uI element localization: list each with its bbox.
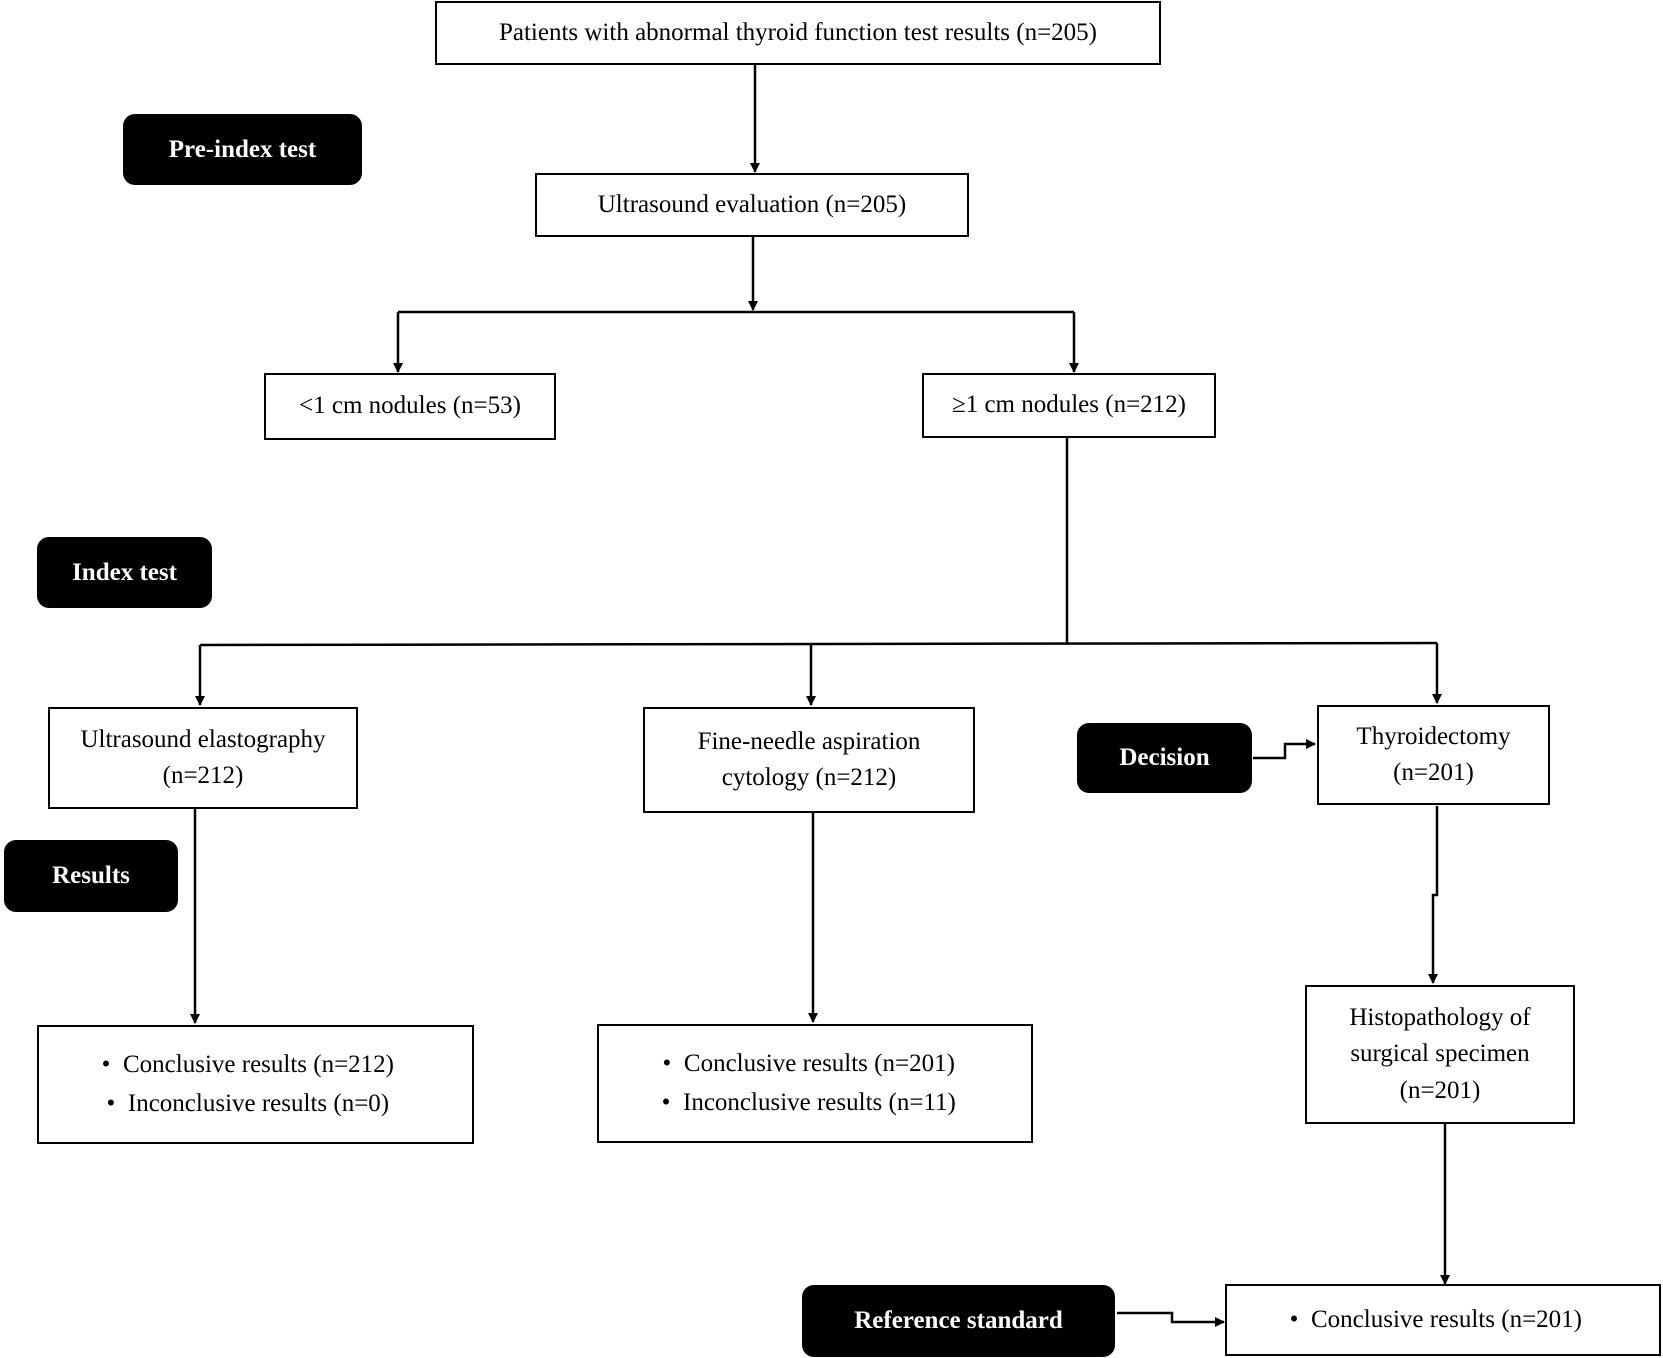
histopathology-line-3: (n=201)	[1399, 1076, 1481, 1104]
list-item: Conclusive results (n=212)	[89, 1046, 394, 1085]
elastography-line-2: (n=212)	[162, 762, 244, 789]
histopathology-box: Histopathology of surgical specimen (n=2…	[1305, 985, 1575, 1124]
large-nodules-box: ≥1 cm nodules (n=212)	[922, 373, 1216, 438]
histopathology-line-1: Histopathology of	[1349, 1004, 1531, 1032]
fnac-line-2: cytology (n=212)	[721, 764, 897, 791]
arrow-reference-tag-to-results	[1117, 1311, 1225, 1327]
arrow-thyroidectomy-to-histopathology	[1428, 806, 1439, 984]
thyroidectomy-line-1: Thyroidectomy	[1356, 722, 1511, 750]
arrow-decision-to-thyroidectomy	[1253, 739, 1316, 760]
reference-standard-tag: Reference standard	[802, 1285, 1115, 1357]
list-item: Conclusive results (n=201)	[1277, 1301, 1582, 1340]
ultrasound-evaluation-box: Ultrasound evaluation (n=205)	[535, 173, 969, 237]
list-item: Inconclusive results (n=11)	[649, 1084, 956, 1123]
patients-text: Patients with abnormal thyroid function …	[498, 18, 1098, 46]
reference-results-box: Conclusive results (n=201)	[1225, 1284, 1661, 1356]
list-item: Inconclusive results (n=0)	[89, 1085, 394, 1124]
elastography-results-list: Conclusive results (n=212) Inconclusive …	[89, 1046, 394, 1124]
elastography-line-1: Ultrasound elastography	[80, 725, 326, 753]
fnac-line-1: Fine-needle aspiration	[697, 727, 921, 755]
fnac-results-list: Conclusive results (n=201) Inconclusive …	[649, 1045, 956, 1123]
thyroidectomy-box: Thyroidectomy (n=201)	[1317, 705, 1550, 805]
elastography-results-box: Conclusive results (n=212) Inconclusive …	[37, 1025, 474, 1144]
large-nodules-text: ≥1 cm nodules (n=212)	[951, 391, 1187, 419]
pre-index-test-tag: Pre-index test	[123, 114, 362, 185]
fnac-results-box: Conclusive results (n=201) Inconclusive …	[597, 1024, 1033, 1143]
small-nodules-box: <1 cm nodules (n=53)	[264, 373, 556, 440]
thyroidectomy-line-2: (n=201)	[1393, 759, 1474, 786]
patients-box: Patients with abnormal thyroid function …	[435, 1, 1161, 65]
ultrasound-evaluation-text: Ultrasound evaluation (n=205)	[597, 190, 907, 218]
reference-results-list: Conclusive results (n=201)	[1277, 1301, 1582, 1340]
split-line-index	[199, 641, 1438, 647]
decision-tag: Decision	[1077, 723, 1252, 793]
elastography-box: Ultrasound elastography (n=212)	[48, 707, 358, 809]
histopathology-line-2: surgical specimen	[1350, 1040, 1530, 1068]
results-tag: Results	[4, 840, 178, 912]
fnac-box: Fine-needle aspiration cytology (n=212)	[643, 707, 975, 813]
index-test-tag: Index test	[37, 537, 212, 608]
list-item: Conclusive results (n=201)	[649, 1045, 956, 1084]
small-nodules-text: <1 cm nodules (n=53)	[299, 392, 521, 420]
